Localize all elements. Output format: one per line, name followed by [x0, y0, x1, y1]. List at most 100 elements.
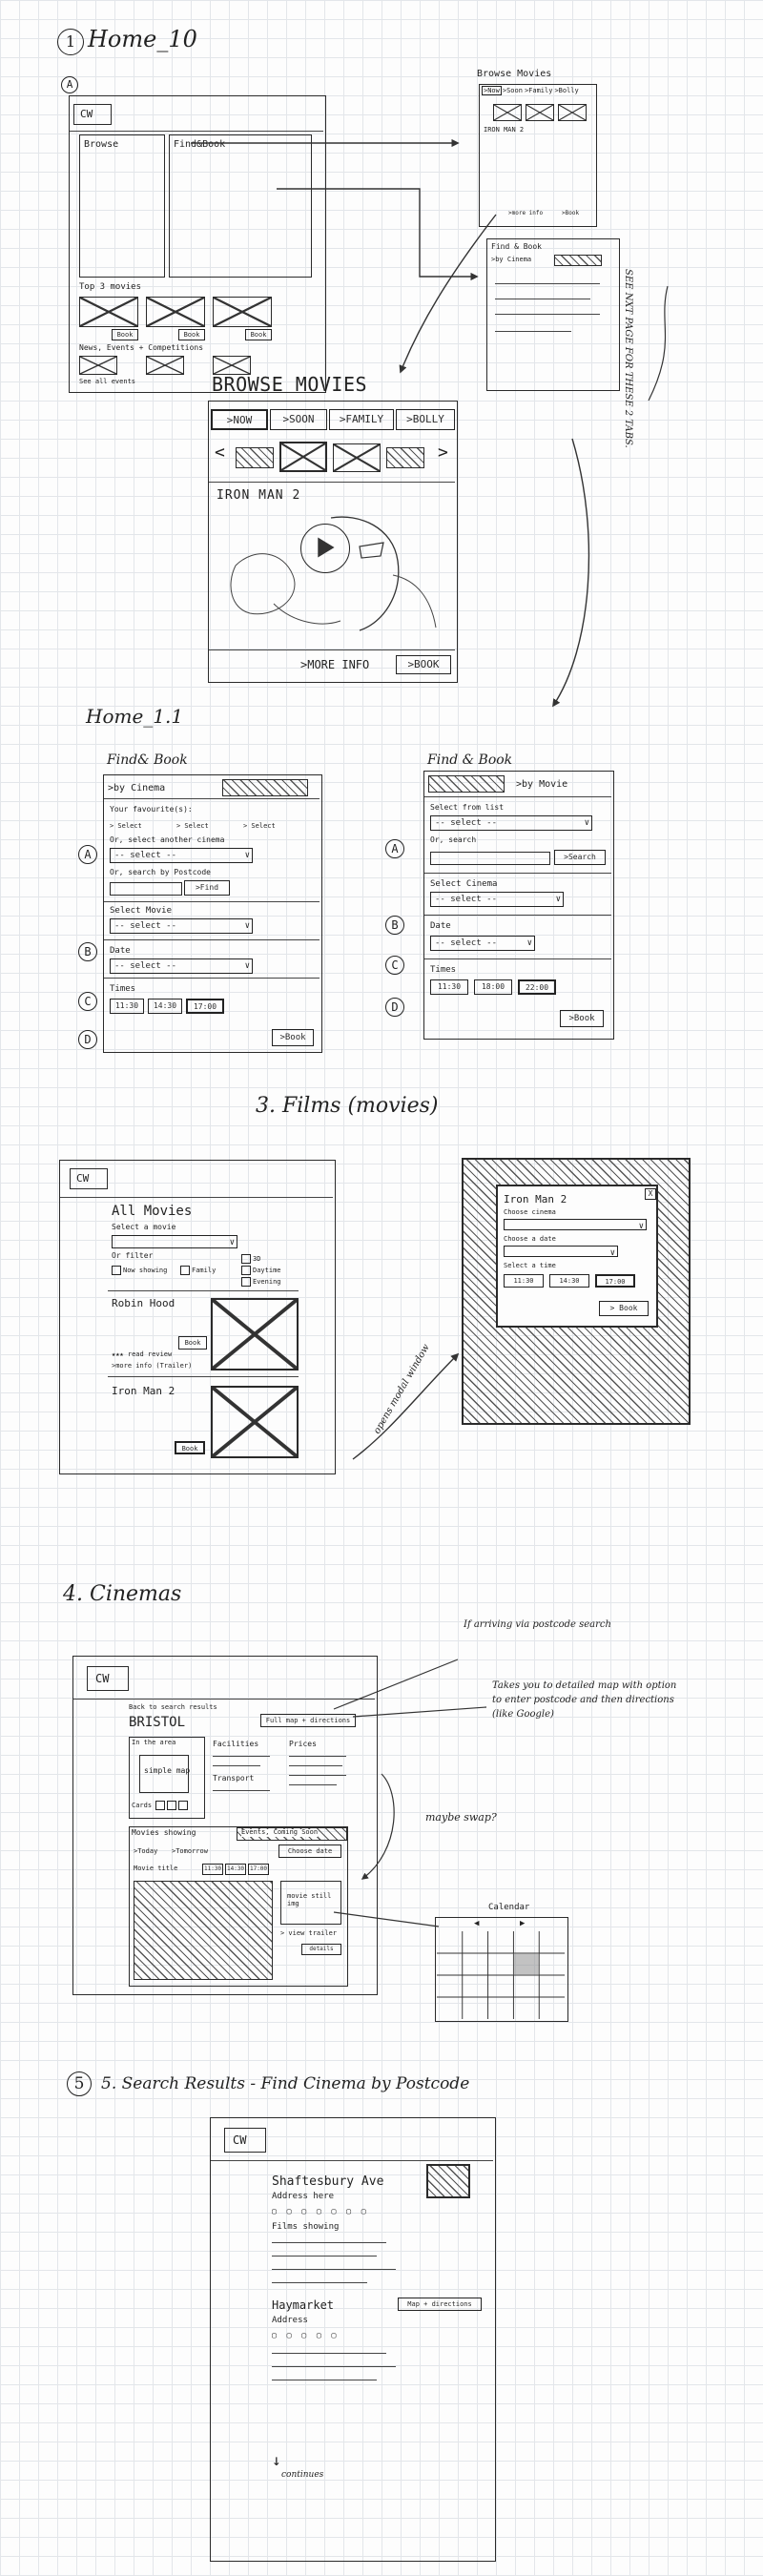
top-movie-3-book[interactable]: Book — [245, 329, 272, 340]
tab-by-cinema[interactable]: >by Cinema — [108, 783, 166, 793]
time-option-3[interactable]: 17:00 — [186, 999, 224, 1014]
iron-man-book[interactable]: Book — [175, 1441, 205, 1454]
robin-more-info[interactable]: >more info (Trailer) — [112, 1362, 193, 1370]
tab-events-coming[interactable]: Events, Coming Soon — [237, 1827, 347, 1841]
browse-small-thumb-1[interactable] — [493, 104, 522, 121]
simple-map-box[interactable]: simple map — [139, 1755, 190, 1793]
result-1-title[interactable]: Shaftesbury Ave — [272, 2174, 384, 2189]
view-trailer-link[interactable]: > view trailer — [280, 1929, 338, 1937]
tab-by-movie-inactive[interactable] — [222, 779, 308, 796]
robin-hood-title[interactable]: Robin Hood — [112, 1297, 175, 1309]
tab-bolly[interactable]: >BOLLY — [396, 409, 455, 430]
tomorrow-button[interactable]: >Tomorrow — [172, 1847, 208, 1855]
cinema-list-select[interactable]: -- select --∨ — [430, 892, 564, 907]
date-select[interactable]: -- select --∨ — [110, 958, 253, 974]
carousel-thumb-3[interactable] — [333, 443, 381, 472]
browse-small-more[interactable]: >more info — [508, 210, 544, 216]
find-small-tab[interactable]: >by Cinema — [491, 256, 532, 263]
cinema-time-1[interactable]: 11:30 — [202, 1864, 223, 1875]
play-icon[interactable] — [300, 524, 350, 573]
news-thumb-2[interactable] — [146, 356, 184, 375]
cinema-time-3[interactable]: 17:00 — [248, 1864, 269, 1875]
filter-family[interactable]: Family — [180, 1266, 216, 1275]
choose-date-button[interactable]: Choose date — [278, 1844, 341, 1858]
tab-soon[interactable]: >SOON — [270, 409, 327, 430]
modal-book-button[interactable]: > Book — [599, 1301, 649, 1316]
tab-now[interactable]: >NOW — [211, 409, 268, 430]
modal-time-3[interactable]: 17:00 — [595, 1274, 635, 1288]
or-search-label: Or, search — [430, 835, 477, 844]
movie-list-select[interactable]: -- select --∨ — [430, 815, 592, 831]
find-button[interactable]: >Find — [184, 880, 230, 896]
filter-daytime[interactable]: Daytime — [241, 1266, 281, 1275]
result-2-title[interactable]: Haymarket — [272, 2298, 335, 2312]
modal-time-1[interactable]: 11:30 — [504, 1274, 544, 1288]
full-map-button[interactable]: Full map + directions — [260, 1714, 356, 1727]
findbook-cinema-book[interactable]: >Book — [272, 1029, 314, 1046]
details-button[interactable]: details — [301, 1944, 341, 1955]
postcode-input[interactable] — [110, 882, 182, 896]
top-movie-1[interactable] — [79, 297, 138, 327]
carousel-thumb-1[interactable] — [236, 447, 274, 468]
modal-time-2[interactable]: 14:30 — [549, 1274, 589, 1288]
modal-close-icon[interactable]: X — [645, 1188, 656, 1200]
filter-3d[interactable]: 3D — [241, 1254, 260, 1264]
fav-select-2[interactable]: > Select — [176, 822, 209, 830]
robin-rating: ★★★ read review — [112, 1350, 173, 1358]
filter-evening[interactable]: Evening — [241, 1277, 281, 1287]
carousel-thumb-2[interactable] — [279, 442, 327, 472]
back-to-results-link[interactable]: Back to search results — [129, 1703, 217, 1711]
filter-now-showing[interactable]: Now showing — [112, 1266, 167, 1275]
findbook-movie-book[interactable]: >Book — [560, 1010, 604, 1027]
modal-date-select[interactable]: ∨ — [504, 1246, 618, 1258]
tab-family[interactable]: >FAMILY — [329, 409, 394, 430]
browse-panel[interactable]: Browse — [79, 134, 165, 278]
time-option-1[interactable]: 11:30 — [110, 999, 144, 1014]
browse-small-thumb-2[interactable] — [526, 104, 554, 121]
movie-listing-hatch — [134, 1881, 273, 1980]
book-button[interactable]: >BOOK — [396, 655, 451, 674]
date-select-right[interactable]: -- select --∨ — [430, 936, 535, 951]
browse-small-thumb-3[interactable] — [558, 104, 587, 121]
result-2-map-button[interactable]: Map + directions — [398, 2298, 482, 2311]
iron-man-poster[interactable] — [211, 1386, 299, 1458]
robin-hood-poster[interactable] — [211, 1298, 299, 1370]
cinema-select[interactable]: -- select --∨ — [110, 848, 253, 863]
see-all-events-link[interactable]: See all events — [79, 378, 136, 385]
carousel-prev-icon[interactable]: < — [215, 443, 225, 463]
time-right-1[interactable]: 11:30 — [430, 979, 468, 995]
tab-movies-showing[interactable]: Movies showing — [132, 1828, 196, 1837]
top-movie-2-book[interactable]: Book — [178, 329, 205, 340]
calendar-widget[interactable]: ◀ ▶ — [435, 1917, 568, 2022]
carousel-thumb-4[interactable] — [386, 447, 424, 468]
top-movie-1-book[interactable]: Book — [112, 329, 138, 340]
carousel-next-icon[interactable]: > — [438, 443, 448, 463]
top-movie-3[interactable] — [213, 297, 272, 327]
films-movie-select[interactable]: ∨ — [112, 1235, 237, 1248]
iron-man-title[interactable]: Iron Man 2 — [112, 1385, 175, 1397]
find-book-panel[interactable]: Find&Book — [169, 134, 312, 278]
modal-cinema-select[interactable]: ∨ — [504, 1219, 647, 1231]
marker-right-c: C — [385, 956, 404, 975]
news-thumb-3[interactable] — [213, 356, 251, 375]
search-button[interactable]: >Search — [554, 850, 606, 865]
time-option-2[interactable]: 14:30 — [148, 999, 182, 1014]
fav-select-1[interactable]: > Select — [110, 822, 142, 830]
tab-by-movie[interactable]: >by Movie — [516, 779, 568, 790]
browse-small-book[interactable]: >Book — [562, 210, 580, 216]
movie-select[interactable]: -- select --∨ — [110, 918, 253, 934]
result-1-map-thumb[interactable] — [426, 2164, 470, 2198]
more-info-link[interactable]: >MORE INFO — [300, 658, 370, 671]
fav-select-3[interactable]: > Select — [243, 822, 276, 830]
robin-hood-book[interactable]: Book — [178, 1336, 207, 1350]
time-right-2[interactable]: 18:00 — [474, 979, 512, 995]
top-movie-2[interactable] — [146, 297, 205, 327]
movie-search-input[interactable] — [430, 852, 550, 865]
news-thumb-1[interactable] — [79, 356, 117, 375]
tab-by-cinema-inactive[interactable] — [428, 775, 505, 793]
time-right-3[interactable]: 22:00 — [518, 979, 556, 995]
cinema-time-2[interactable]: 14:30 — [225, 1864, 246, 1875]
today-button[interactable]: >Today — [134, 1847, 158, 1855]
calendar-next-icon[interactable]: ▶ — [520, 1919, 526, 1928]
calendar-prev-icon[interactable]: ◀ — [474, 1919, 480, 1928]
